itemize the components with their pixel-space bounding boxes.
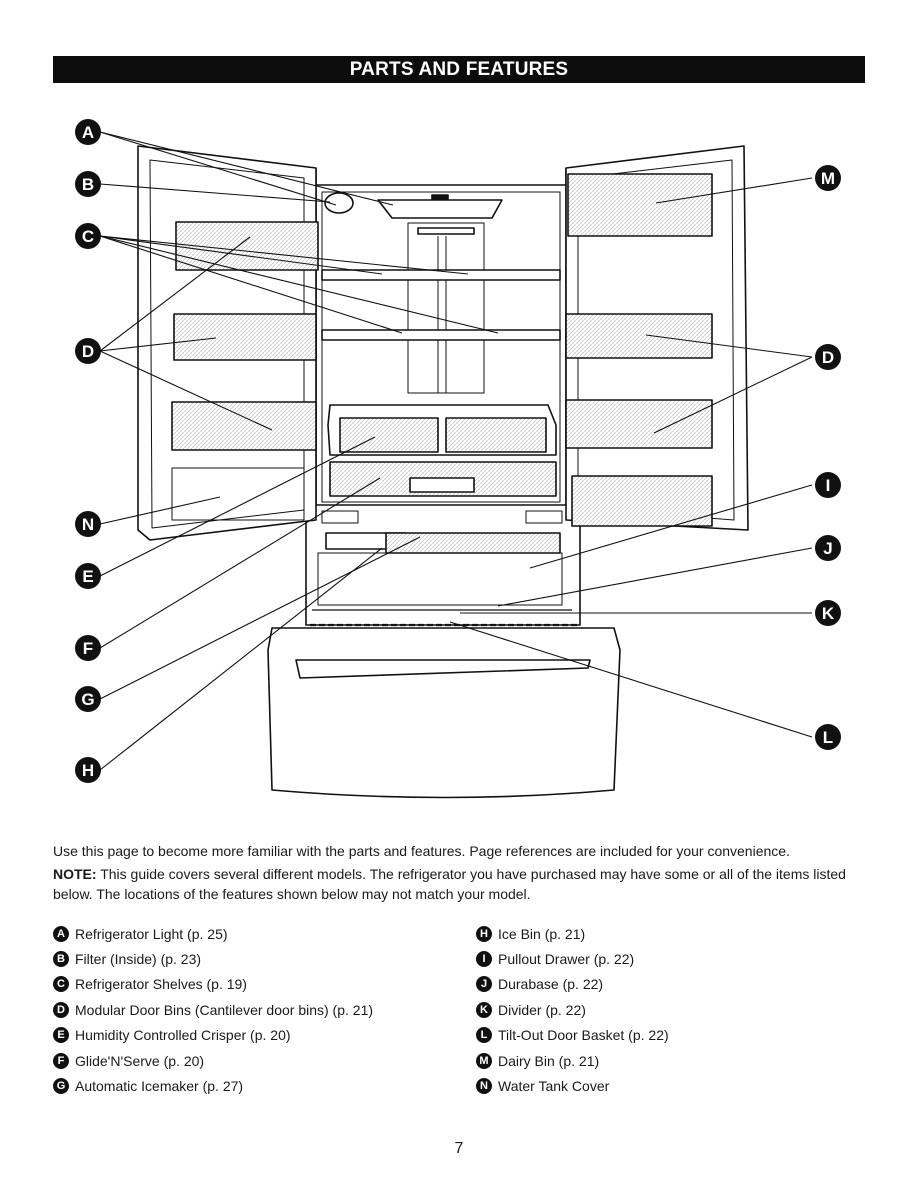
legend-label: Automatic Icemaker (p. 27): [75, 1078, 244, 1095]
dairy-bin: [567, 173, 713, 237]
note-text: This guide covers several different mode…: [53, 866, 846, 902]
fresh-food-interior: [321, 191, 561, 503]
svg-text:D: D: [82, 342, 94, 361]
svg-text:H: H: [82, 761, 94, 780]
svg-text:I: I: [826, 476, 831, 495]
ice-bin: [385, 532, 561, 554]
refrigerator-light: [377, 199, 503, 219]
svg-text:A: A: [82, 123, 94, 142]
legend-item: I Pullout Drawer (p. 22): [476, 946, 669, 971]
legend-item: C Refrigerator Shelves (p. 19): [53, 972, 373, 997]
freezer-drawer: [267, 627, 621, 799]
legend-badge: B: [53, 951, 69, 968]
svg-text:G: G: [81, 690, 94, 709]
legend-label: Refrigerator Shelves (p. 19): [75, 976, 247, 993]
legend-badge: E: [53, 1027, 69, 1044]
tilt-out-door-basket: [571, 475, 713, 527]
shelf-upper: [321, 269, 561, 281]
callout-l: L: [815, 724, 841, 750]
callout-m: M: [815, 165, 841, 191]
callout-k: K: [815, 600, 841, 626]
left-door-bin-3: [171, 401, 317, 451]
legend-item: N Water Tank Cover: [476, 1073, 669, 1098]
crisper-right: [445, 417, 547, 453]
note-label: NOTE:: [53, 866, 97, 882]
callout-d-left: D: [75, 338, 101, 364]
legend-item: B Filter (Inside) (p. 23): [53, 946, 373, 971]
legend-label: Glide'N'Serve (p. 20): [75, 1052, 205, 1069]
legend-badge: J: [476, 976, 492, 993]
legend-item: A Refrigerator Light (p. 25): [53, 921, 373, 946]
legend-item: J Durabase (p. 22): [476, 972, 669, 997]
svg-text:K: K: [822, 604, 835, 623]
callout-j: J: [815, 535, 841, 561]
svg-text:F: F: [83, 639, 93, 658]
legend-badge: D: [53, 1001, 69, 1018]
legend-label: Filter (Inside) (p. 23): [75, 951, 202, 968]
right-door-bin-1: [565, 313, 713, 359]
svg-text:J: J: [823, 539, 832, 558]
callout-n: N: [75, 511, 101, 537]
svg-text:N: N: [82, 515, 94, 534]
shelf-lower: [321, 329, 561, 341]
callout-c: C: [75, 223, 101, 249]
legend-item: F Glide'N'Serve (p. 20): [53, 1048, 373, 1073]
legend-badge: L: [476, 1027, 492, 1044]
callout-i: I: [815, 472, 841, 498]
note-paragraph: NOTE: This guide covers several differen…: [53, 864, 865, 904]
legend-badge: N: [476, 1078, 492, 1095]
page-number: 7: [454, 1140, 464, 1157]
callout-d-right: D: [815, 344, 841, 370]
callout-b: B: [75, 171, 101, 197]
legend-badge: H: [476, 925, 492, 942]
left-door-bin-2: [173, 313, 317, 361]
svg-text:C: C: [82, 227, 94, 246]
legend-item: M Dairy Bin (p. 21): [476, 1048, 669, 1073]
svg-text:D: D: [822, 348, 834, 367]
callout-h: H: [75, 757, 101, 783]
legend-badge: G: [53, 1078, 69, 1095]
legend-label: Modular Door Bins (Cantilever door bins)…: [75, 1001, 374, 1018]
legend-label: Water Tank Cover: [498, 1078, 610, 1095]
legend-item: G Automatic Icemaker (p. 27): [53, 1073, 373, 1098]
page-title: PARTS AND FEATURES: [53, 56, 865, 83]
intro-line: Use this page to become more familiar wi…: [53, 843, 790, 859]
pullout-drawer: [317, 552, 563, 606]
legend-item: L Tilt-Out Door Basket (p. 22): [476, 1023, 669, 1048]
legend-item: D Modular Door Bins (Cantilever door bins…: [53, 997, 373, 1022]
refrigerator-diagram: A B C D N E F G H M D I J K L: [75, 119, 841, 799]
legend-label: Durabase (p. 22): [498, 976, 604, 993]
callout-e: E: [75, 563, 101, 589]
svg-text:B: B: [82, 175, 94, 194]
right-door-bin-2: [565, 399, 713, 449]
svg-text:M: M: [821, 169, 835, 188]
legend-left: A Refrigerator Light (p. 25) B Filter (Ins…: [53, 921, 373, 1099]
svg-text:E: E: [82, 567, 93, 586]
water-tank-cover: [171, 467, 305, 521]
legend-badge: C: [53, 976, 69, 993]
callout-g: G: [75, 686, 101, 712]
legend-badge: M: [476, 1052, 492, 1069]
legend-item: K Divider (p. 22): [476, 997, 669, 1022]
legend-item: E Humidity Controlled Crisper (p. 20): [53, 1023, 373, 1048]
legend-label: Pullout Drawer (p. 22): [498, 951, 635, 968]
legend-badge: I: [476, 951, 492, 968]
legend-label: Divider (p. 22): [498, 1001, 586, 1018]
callout-a: A: [75, 119, 101, 145]
callout-f: F: [75, 635, 101, 661]
legend-badge: K: [476, 1001, 492, 1018]
intro-text: Use this page to become more familiar wi…: [53, 841, 865, 904]
svg-text:L: L: [823, 728, 833, 747]
legend-label: Ice Bin (p. 21): [498, 925, 586, 942]
legend-item: H Ice Bin (p. 21): [476, 921, 669, 946]
legend-label: Tilt-Out Door Basket (p. 22): [498, 1027, 669, 1044]
legend-badge: F: [53, 1052, 69, 1069]
legend-right: H Ice Bin (p. 21) I Pullout Drawer (p. 22)…: [476, 921, 669, 1099]
legend-badge: A: [53, 925, 69, 942]
legend-label: Refrigerator Light (p. 25): [75, 925, 228, 942]
freezer-handle: [295, 659, 591, 679]
legend-label: Humidity Controlled Crisper (p. 20): [75, 1027, 291, 1044]
legend-label: Dairy Bin (p. 21): [498, 1052, 600, 1069]
filter: [324, 192, 354, 214]
